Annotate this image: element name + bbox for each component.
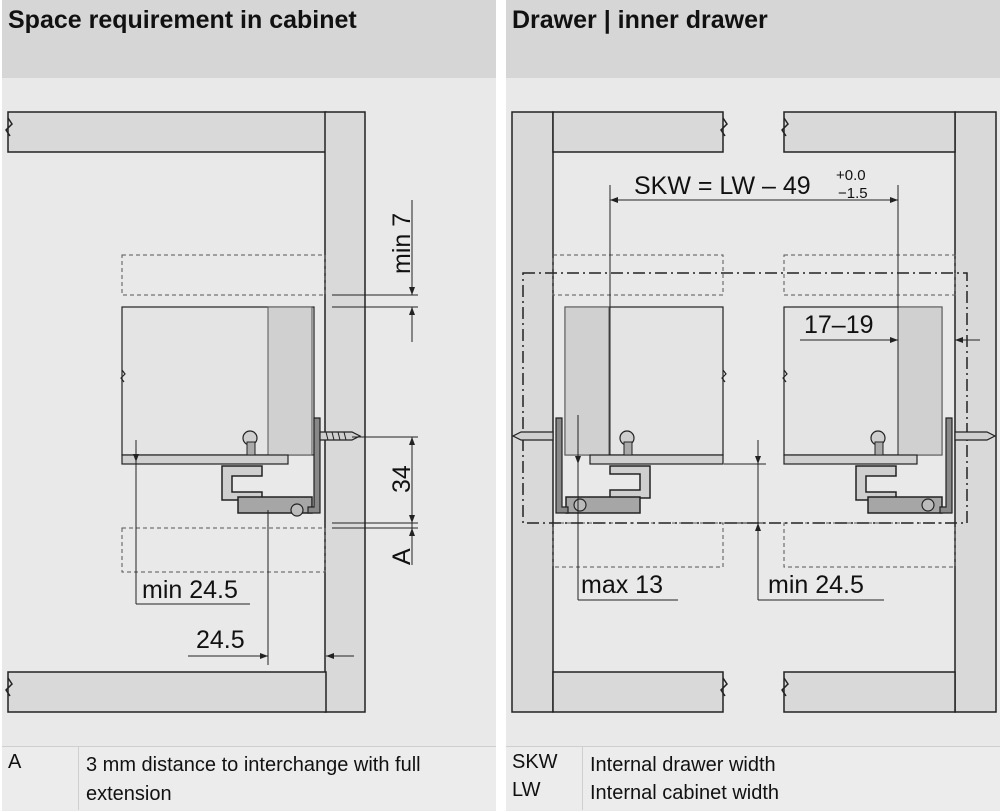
left-panel-header: Space requirement in cabinet [2, 0, 496, 78]
drawer-bottom [121, 454, 289, 465]
runner-hardware [221, 417, 321, 517]
upper-drawer-outline [121, 254, 326, 296]
cabinet-side-wall [324, 111, 366, 713]
left-panel: Space requirement in cabinet [2, 0, 496, 811]
legend-desc-a: 3 mm distance to interchange with full e… [86, 754, 421, 805]
drawer-side-panel [120, 306, 315, 456]
dim-min245 [133, 440, 250, 605]
label-tolerance-minus: −1.5 [838, 185, 868, 202]
space-requirement-diagram: min 7 34 A min 24.5 [5, 111, 418, 713]
cabinet-bottom-panels [552, 671, 956, 713]
dim-34 [332, 436, 418, 524]
lower-drawer-outlines [552, 522, 956, 568]
legend-key-skw: SKW [512, 751, 558, 773]
dim-skw [609, 185, 899, 455]
label-min7: min 7 [388, 213, 416, 274]
right-panel: Drawer | inner drawer [506, 0, 1000, 811]
inner-drawer-outline [522, 272, 968, 524]
dim-min7 [332, 200, 418, 342]
legend-separator-right [582, 747, 583, 810]
legend-separator [78, 747, 79, 810]
cabinet-bottom-panel [7, 671, 327, 713]
label-34: 34 [388, 465, 416, 493]
label-min245: min 24.5 [142, 576, 238, 604]
label-tolerance-plus: +0.0 [836, 167, 866, 184]
right-legend: SKW Internal drawer width LW Internal ca… [506, 746, 1000, 810]
legend-desc-skw: Internal drawer width [590, 754, 776, 776]
cabinet-left-wall [511, 111, 554, 713]
drawer-bottom-right [783, 454, 918, 465]
legend-key-lw: LW [512, 779, 541, 801]
legend-key-a: A [8, 751, 22, 773]
cabinet-top-panel [7, 111, 327, 153]
left-panel-title: Space requirement in cabinet [8, 6, 357, 34]
runner-hardware-left [511, 417, 651, 514]
label-a: A [388, 548, 416, 565]
label-min245-right: min 24.5 [768, 571, 864, 599]
legend-desc-lw: Internal cabinet width [590, 782, 780, 804]
cabinet-right-wall [954, 111, 997, 713]
mounting-screw [319, 431, 362, 441]
right-panel-header: Drawer | inner drawer [506, 0, 1000, 78]
label-max13: max 13 [581, 571, 663, 599]
lower-drawer-outline [121, 527, 326, 573]
upper-drawer-outlines [552, 254, 956, 296]
drawer-width-diagram: SKW = LW – 49 +0.0 −1.5 17–19 max 13 min [511, 111, 997, 713]
left-legend: A 3 mm distance to interchange with full… [2, 746, 496, 810]
dim-min245-right [724, 440, 884, 601]
drawer-sides [564, 306, 943, 456]
dim-245 [188, 510, 354, 665]
cabinet-top-panels [552, 111, 956, 153]
label-formula: SKW = LW – 49 [634, 172, 811, 200]
runner-hardware-right [855, 417, 997, 514]
dim-17-19 [800, 337, 980, 343]
label-245: 24.5 [196, 626, 245, 654]
right-panel-title: Drawer | inner drawer [512, 6, 768, 34]
label-17-19: 17–19 [804, 311, 874, 339]
drawer-bottom-left [589, 454, 724, 465]
dim-a [332, 523, 418, 565]
dim-max13 [575, 415, 678, 601]
